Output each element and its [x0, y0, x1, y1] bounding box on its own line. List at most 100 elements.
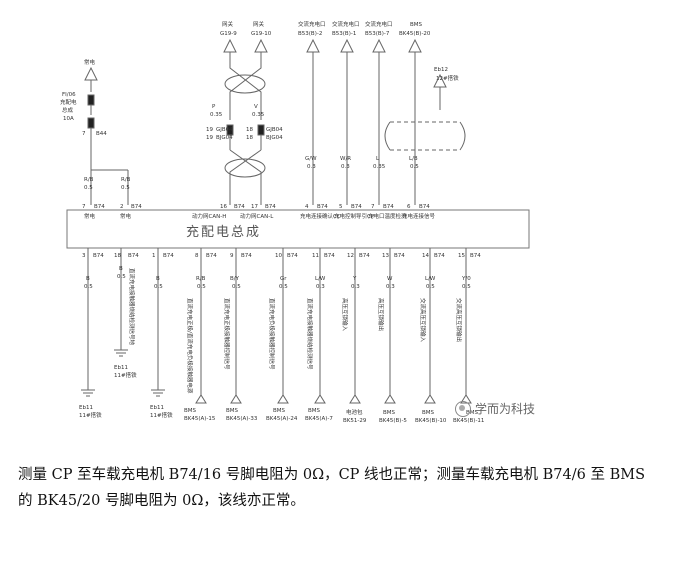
ac-port-pin-3: B53(B)-7: [365, 31, 390, 37]
top-pin-3-num: 16: [220, 204, 227, 210]
top-pin-1-wire: R/B: [84, 177, 94, 183]
top-pin-4-conn: B74: [265, 204, 276, 210]
bottom-pin-8-conn: B74: [359, 253, 370, 259]
top-pin-5-num: 4: [305, 204, 309, 210]
bottom-pin-1-conn: B74: [93, 253, 104, 259]
bottom-pin-7-wire: L/W: [315, 276, 326, 282]
fuse-desc-1: 充配电: [60, 98, 77, 106]
bottom-pin-6-num: 10: [275, 253, 282, 259]
bottom-pin-1-wire: B: [86, 276, 90, 282]
jb-l2: BJG04: [216, 135, 233, 141]
jb-pin-l1: 19: [206, 127, 213, 133]
bottom-dest-2a: Eb11: [114, 365, 128, 371]
bottom-pin-1-size: 0.5: [84, 284, 93, 290]
gateway-label-1: 网关: [222, 20, 234, 28]
top-pin-8-func: 充电连接信号: [402, 212, 436, 220]
top-pin-5-wire: G/W: [305, 156, 317, 162]
bottom-pin-11-func: 交流高压互锁输出: [455, 298, 463, 342]
jb-pin-l2: 19: [206, 135, 213, 141]
bottom-dest-4b: BK45(A)-15: [184, 416, 216, 422]
bottom-dest-7a: BMS: [308, 408, 321, 414]
can-l-wire-size: 0.35: [252, 112, 265, 118]
top-pin-2-wire: R/B: [121, 177, 131, 183]
bottom-pin-5-size: 0.5: [232, 284, 241, 290]
ac-port-pin-1: B53(B)-2: [298, 31, 322, 37]
bottom-dest-3a: Eb11: [150, 405, 164, 411]
bottom-pin-2-func: 直流充电接触器烧结检测信号地: [128, 268, 136, 346]
bottom-dest-11a: BMS: [466, 410, 479, 416]
top-pin-1-conn: B74: [94, 204, 105, 210]
bottom-pin-11-size: 0.5: [462, 284, 471, 290]
caption-text: 测量 CP 至车载充电机 B74/16 号脚电阻为 0Ω，CP 线也正常；测量车…: [18, 467, 646, 509]
top-pin-8-size: 0.5: [410, 164, 419, 170]
top-pin-1-size: 0.5: [84, 185, 93, 191]
bottom-dest-9b: BK45(B)-5: [379, 418, 407, 424]
bottom-pin-8-size: 0.3: [351, 284, 360, 290]
bottom-pin-8-func: 高压互锁输入: [341, 298, 349, 332]
top-pin-2-num: 2: [120, 204, 124, 210]
bottom-dest-9a: BMS: [383, 410, 396, 416]
top-pin-8-conn: B74: [419, 204, 430, 210]
bottom-dest-4a: BMS: [184, 408, 197, 414]
bottom-pin-11-conn: B74: [470, 253, 481, 259]
bottom-dest-7b: BK45(A)-7: [305, 416, 333, 422]
bottom-pin-9-size: 0.3: [386, 284, 395, 290]
bottom-pin-9-wire: W: [387, 276, 393, 282]
fuse-conn: B44: [96, 131, 107, 137]
top-pin-6-wire: W/R: [340, 156, 351, 162]
bottom-dest-2b: 11#搭铁: [114, 371, 137, 379]
bottom-pin-8-num: 12: [347, 253, 354, 259]
bottom-pin-9-func: 高压互锁输出: [377, 298, 385, 331]
bottom-dest-10a: BMS: [422, 410, 435, 416]
top-pin-7-conn: B74: [383, 204, 394, 210]
bottom-pin-8-wire: Y: [352, 276, 357, 282]
bottom-dest-11b: BK45(B)-11: [453, 418, 484, 424]
bottom-pin-1-num: 3: [82, 253, 86, 259]
top-pin-7-func: 充电口温度检测: [368, 212, 407, 220]
bottom-pin-6-func: 直流充电负极接触器控制信号: [268, 298, 276, 370]
bms-label-top: BMS: [410, 22, 423, 28]
top-pin-2-conn: B74: [131, 204, 142, 210]
bottom-pin-3-num: 1: [152, 253, 156, 259]
top-pin-6-conn: B74: [351, 204, 362, 210]
module-title: 充配电总成: [186, 224, 261, 240]
bottom-pin-11-wire: Y/0: [461, 276, 471, 282]
jb-l1: GJB04: [216, 127, 233, 133]
ground-top-label: 12#搭铁: [436, 74, 459, 82]
top-pin-7-wire: L: [376, 156, 380, 162]
bottom-pin-10-size: 0.5: [426, 284, 435, 290]
bottom-pin-6-wire: Gr: [280, 276, 287, 282]
bottom-pin-7-func: 直流充电接触器烧结检测信号: [306, 298, 314, 370]
jb-r1: GJB04: [266, 127, 283, 133]
bottom-dest-8b: BK51-29: [343, 418, 367, 424]
wiring-diagram: 网关 G19-9 网关 G19-10 交流充电口 B53(B)-2 交流充电口 …: [60, 20, 530, 424]
top-pin-2-size: 0.5: [121, 185, 130, 191]
top-pin-2-func: 常电: [120, 212, 132, 220]
bottom-dest-8a: 电池包: [346, 408, 363, 416]
bottom-pin-7-conn: B74: [324, 253, 335, 259]
bottom-dest-6b: BK45(A)-24: [266, 416, 298, 422]
top-pin-3-conn: B74: [234, 204, 245, 210]
bottom-dest-1a: Eb11: [79, 405, 93, 411]
bottom-pin-10-conn: B74: [434, 253, 445, 259]
top-pin-1-num: 7: [82, 204, 86, 210]
top-pin-4-num: 17: [251, 204, 258, 210]
bottom-pin-3-size: 0.5: [154, 284, 163, 290]
top-pin-6-func: 充电控制导引CP: [334, 212, 375, 220]
bottom-pin-3-conn: B74: [163, 253, 174, 259]
gateway-pin-1: G19-9: [220, 31, 237, 37]
bottom-pin-4-size: 0.5: [197, 284, 206, 290]
bottom-pin-7-num: 11: [312, 253, 319, 259]
gateway-label-2: 网关: [253, 20, 265, 28]
ac-port-pin-2: B53(B)-1: [332, 31, 356, 37]
top-pin-4-func: 动力网CAN-L: [240, 212, 274, 220]
top-pin-5-size: 0.3: [307, 164, 316, 170]
bms-pin-top: BK45(B)-20: [399, 31, 431, 37]
bottom-pin-7-size: 0.3: [316, 284, 325, 290]
bottom-pin-4-conn: B74: [206, 253, 217, 259]
can-h-wire-size: 0.35: [210, 112, 223, 118]
bottom-dest-1b: 11#搭铁: [79, 411, 102, 419]
bottom-pin-2-wire: B: [119, 266, 123, 272]
bottom-dest-10b: BK45(B)-10: [415, 418, 447, 424]
watermark-text: 学而为科技: [475, 402, 536, 416]
